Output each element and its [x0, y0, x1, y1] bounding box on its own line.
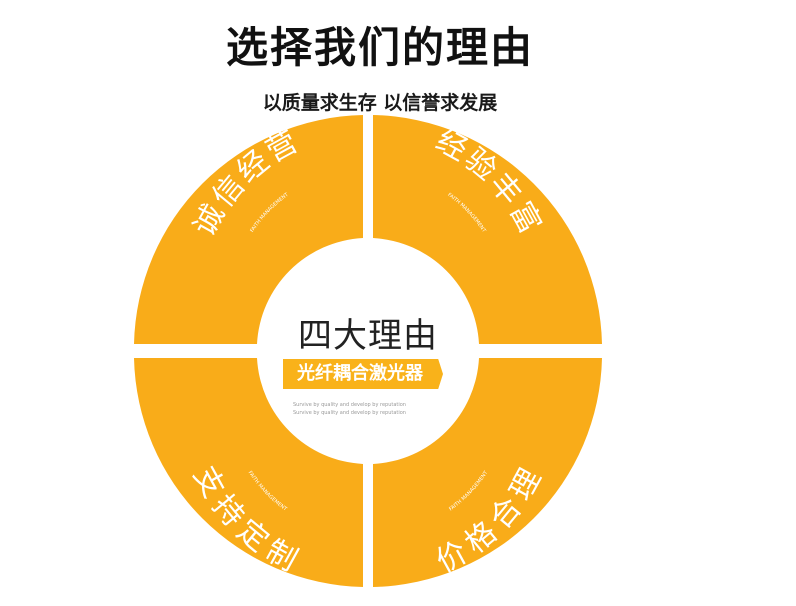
- center-banner-text: 光纤耦合激光器: [297, 363, 423, 384]
- segment-experience: [373, 115, 602, 344]
- center-tagline-2: Survive by quality and develop by reputa…: [293, 410, 406, 416]
- center-title: 四大理由: [298, 316, 438, 356]
- center-tagline-1: Survive by quality and develop by reputa…: [293, 402, 406, 408]
- page-title: 选择我们的理由: [225, 23, 534, 72]
- page-subtitle: 以质量求生存 以信誉求发展: [262, 92, 498, 114]
- segment-integrity: [134, 115, 363, 344]
- segment-reasonable-price: [373, 358, 602, 587]
- center-banner: 光纤耦合激光器: [283, 359, 443, 389]
- segment-customization: [134, 358, 363, 587]
